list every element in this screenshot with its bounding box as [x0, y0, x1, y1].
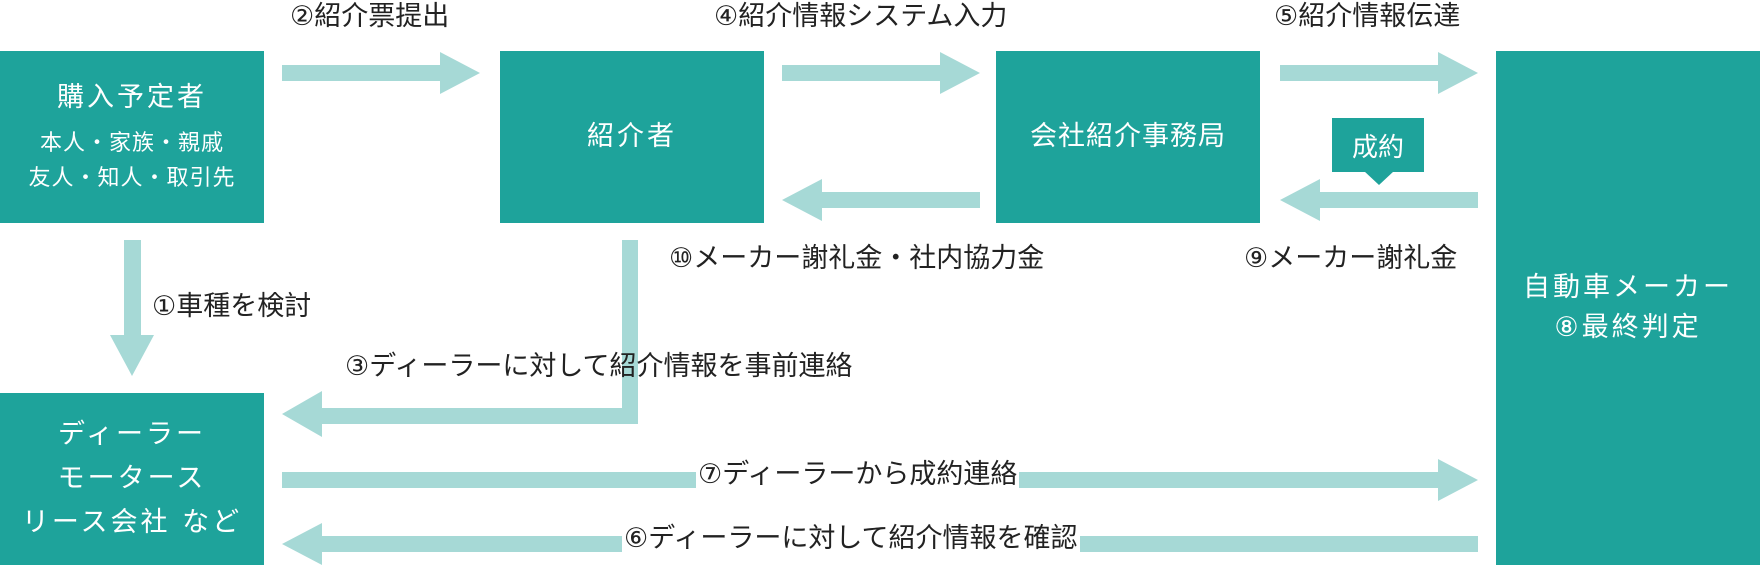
introducer-title: 紹介者	[587, 121, 677, 152]
buyer-line1: 本人・家族・親戚	[39, 131, 224, 156]
dealer-box: ディーラー モータース リース会社 など	[0, 393, 264, 565]
buyer-title: 購入予定者	[57, 82, 207, 113]
contract-callout: 成約	[1332, 118, 1424, 172]
step5-label: ⑤紹介情報伝達	[1274, 1, 1461, 32]
arrow-step9	[1280, 179, 1478, 221]
arrow-step10	[782, 179, 980, 221]
dealer-line2: モータース	[57, 463, 207, 494]
arrow-step5	[1280, 52, 1478, 94]
arrow-step2	[282, 52, 480, 94]
step2-label: ②紹介票提出	[290, 1, 450, 32]
maker-box: 自動車メーカー ⑧最終判定	[1496, 51, 1760, 565]
maker-final-judgement: ⑧最終判定	[1554, 312, 1702, 343]
step9-label: ⑨メーカー謝礼金	[1244, 243, 1458, 274]
office-box: 会社紹介事務局	[996, 51, 1260, 223]
arrow-step1	[110, 240, 154, 376]
callout-pointer	[1364, 171, 1394, 185]
buyer-box: 購入予定者 本人・家族・親戚 友人・知人・取引先	[0, 51, 264, 223]
step3-label: ③ディーラーに対して紹介情報を事前連絡	[345, 351, 853, 382]
step6-label: ⑥ディーラーに対して紹介情報を確認	[622, 522, 1080, 556]
dealer-line3: リース会社 など	[21, 507, 243, 538]
buyer-line2: 友人・知人・取引先	[28, 166, 236, 191]
introducer-box: 紹介者	[500, 51, 764, 223]
step7-label: ⑦ディーラーから成約連絡	[696, 458, 1020, 492]
arrow-step3	[282, 240, 638, 437]
dealer-line1: ディーラー	[57, 419, 207, 450]
arrow-step4	[782, 52, 980, 94]
step1-label: ①車種を検討	[152, 291, 312, 322]
step10-label: ⑩メーカー謝礼金・社内協力金	[669, 243, 1045, 274]
office-title: 会社紹介事務局	[1030, 121, 1226, 152]
maker-title: 自動車メーカー	[1523, 272, 1733, 303]
step4-label: ④紹介情報システム入力	[714, 1, 1008, 32]
contract-label: 成約	[1351, 132, 1404, 163]
